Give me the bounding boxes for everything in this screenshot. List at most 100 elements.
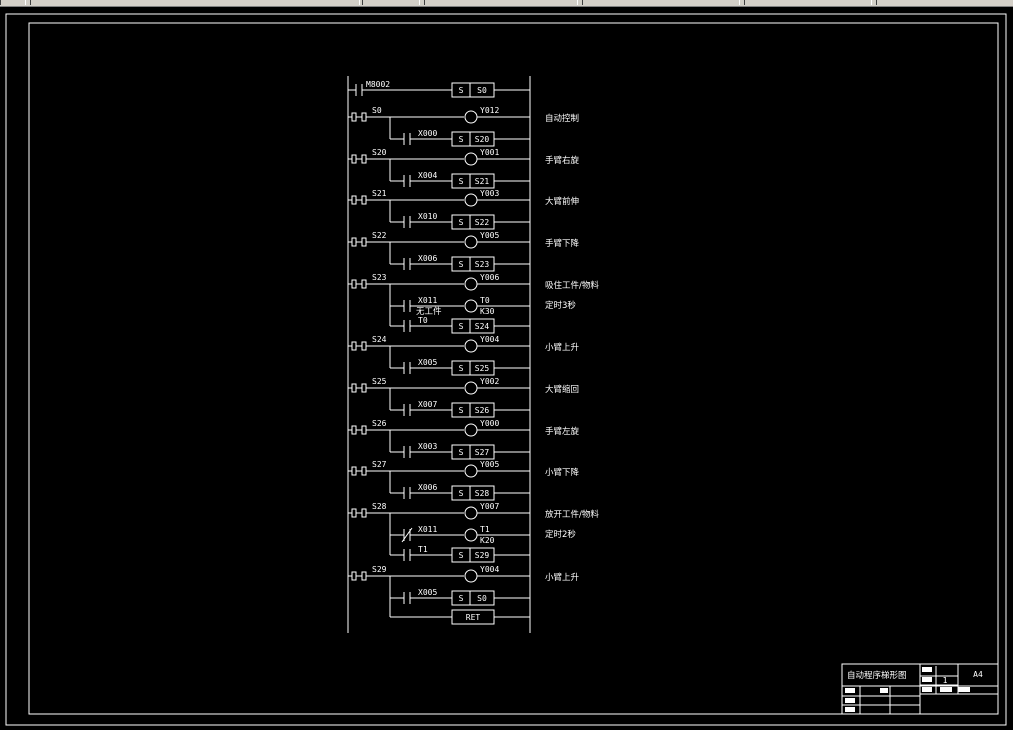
title-block-marker <box>922 667 932 672</box>
title-block-marker <box>845 698 855 703</box>
rung-comment: 自动控制 <box>545 113 579 124</box>
stl-contact-box <box>351 195 357 205</box>
step-label: S21 <box>372 189 387 198</box>
set-target: S29 <box>475 551 490 560</box>
toolbar-strip <box>0 0 1013 7</box>
stl-contact-box <box>351 154 357 164</box>
set-prefix: S <box>459 135 464 144</box>
set-prefix: S <box>459 406 464 415</box>
set-target: S22 <box>475 218 490 227</box>
set-instruction: S S21 <box>451 173 495 189</box>
stl-contact-box <box>361 508 367 518</box>
ret-label: RET <box>466 613 481 622</box>
step-label: S28 <box>372 502 387 511</box>
contact-label: X005 <box>418 588 437 597</box>
title-block-marker <box>922 677 932 682</box>
drawing-border <box>5 13 1007 726</box>
coil-label: Y004 <box>480 335 499 344</box>
step-label: S22 <box>372 231 387 240</box>
title-block-marker <box>880 688 888 693</box>
set-prefix: S <box>459 364 464 373</box>
rung-comment: 大臂前伸 <box>545 196 579 207</box>
contact-label: X004 <box>418 171 437 180</box>
contact-label: X010 <box>418 212 437 221</box>
set-instruction: S S29 <box>451 547 495 563</box>
set-target: S24 <box>475 322 490 331</box>
step-label: S23 <box>372 273 387 282</box>
title-block-marker <box>845 707 855 712</box>
stl-contact-box <box>361 425 367 435</box>
coil-label: Y003 <box>480 189 499 198</box>
output-coil <box>464 528 478 542</box>
contact-label: X006 <box>418 254 437 263</box>
step-label: S27 <box>372 460 387 469</box>
timer-constant: K30 <box>480 307 495 316</box>
set-target: S0 <box>477 86 487 95</box>
drawing-frame-outer <box>28 22 999 715</box>
coil-label: Y005 <box>480 460 499 469</box>
contact-label: M8002 <box>366 80 390 89</box>
toolbar-field[interactable] <box>876 0 1013 5</box>
coil-label: Y005 <box>480 231 499 240</box>
toolbar-field[interactable] <box>0 0 26 5</box>
set-target: S23 <box>475 260 490 269</box>
set-prefix: S <box>459 177 464 186</box>
set-target: S0 <box>477 594 487 603</box>
output-coil <box>464 506 478 520</box>
coil-label: Y000 <box>480 419 499 428</box>
set-prefix: S <box>459 489 464 498</box>
set-target: S21 <box>475 177 490 186</box>
nc-slash <box>401 527 413 543</box>
rung-comment: 手臂下降 <box>545 238 580 249</box>
set-prefix: S <box>459 448 464 457</box>
contact-label: X005 <box>418 358 437 367</box>
output-coil <box>464 381 478 395</box>
set-prefix: S <box>459 594 464 603</box>
set-target: S26 <box>475 406 490 415</box>
step-label: S20 <box>372 148 387 157</box>
title-block-marker <box>922 687 932 692</box>
stl-contact-box <box>351 112 357 122</box>
timer-constant: K20 <box>480 536 495 545</box>
contact-label: X000 <box>418 129 437 138</box>
output-coil <box>464 423 478 437</box>
toolbar-field[interactable] <box>744 0 872 5</box>
timer-label: T0 <box>480 296 490 305</box>
toolbar-field[interactable] <box>582 0 740 5</box>
output-coil <box>464 299 478 313</box>
toolbar-field[interactable] <box>30 0 360 5</box>
step-label: S29 <box>372 565 387 574</box>
set-prefix: S <box>459 551 464 560</box>
set-target: S25 <box>475 364 490 373</box>
toolbar-field[interactable] <box>424 0 578 5</box>
rung-comment: 小臂下降 <box>545 467 580 478</box>
title-block-marker <box>958 687 970 692</box>
title-block-marker <box>940 687 952 692</box>
rung-comment: 小臂上升 <box>545 572 580 583</box>
timer-label: T1 <box>480 525 490 534</box>
rung-comment: 放开工件/物料 <box>545 509 599 520</box>
stl-contact-box <box>351 341 357 351</box>
stl-contact-box <box>351 383 357 393</box>
output-coil <box>464 193 478 207</box>
stl-contact-box <box>361 466 367 476</box>
set-target: S20 <box>475 135 490 144</box>
stl-contact-box <box>351 571 357 581</box>
set-instruction: S S26 <box>451 402 495 418</box>
step-label: S24 <box>372 335 387 344</box>
contact-label: X003 <box>418 442 437 451</box>
toolbar-field[interactable] <box>362 0 420 5</box>
output-coil <box>464 277 478 291</box>
contact-label: T0 <box>418 316 428 325</box>
